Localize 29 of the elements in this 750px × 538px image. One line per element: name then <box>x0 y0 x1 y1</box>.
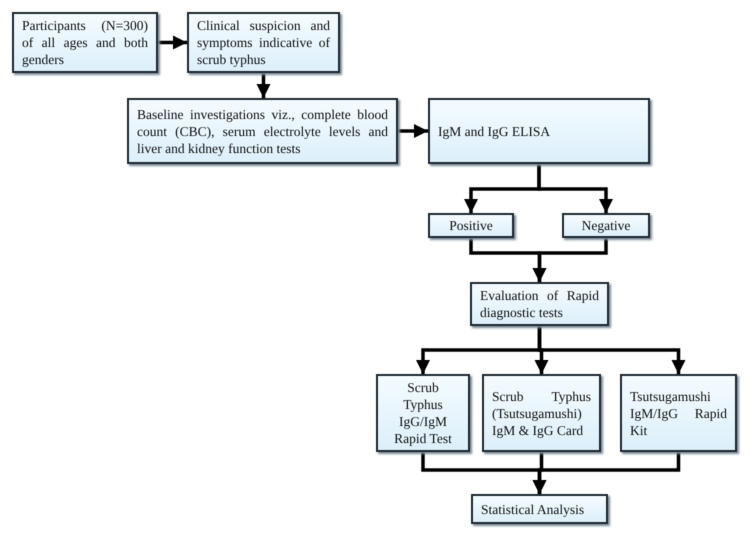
process-box <box>428 213 514 238</box>
process-box <box>482 374 601 452</box>
box-text: IgM and IgG ELISA <box>438 122 552 140</box>
arrow <box>256 73 270 98</box>
process-box <box>127 98 398 164</box>
box-text: Statistical Analysis <box>481 500 586 518</box>
box-text: Negative <box>580 217 632 234</box>
process-box <box>471 494 608 524</box>
arrow <box>158 36 187 50</box>
process-box <box>470 282 609 326</box>
arrow <box>537 164 613 213</box>
process-box <box>620 374 737 452</box>
process-box <box>428 98 650 164</box>
box-text: Scrub Typhus (Tsutsugamushi) IgM & IgG Card <box>492 388 591 438</box>
process-box <box>376 374 470 452</box>
box-text: Positive <box>448 217 494 234</box>
box-text: Clinical suspicion and symptoms indicative of scrub typhus <box>197 17 330 68</box>
arrow <box>532 452 680 494</box>
arrow <box>538 326 686 374</box>
process-box <box>562 213 650 238</box>
process-box <box>187 12 340 73</box>
box-text: Scrub Typhus IgG/IgM Rapid Test <box>393 379 453 447</box>
box-text: Participants (N=300) of all ages and both genders <box>22 17 148 68</box>
arrow <box>532 238 608 282</box>
box-text: Tsutsugamushi IgM/IgG Rapid Kit <box>630 388 727 438</box>
box-text: Baseline investigations viz., complete blood count (CBC), serum electrolyte levels and liver and kidney function tests <box>137 106 388 156</box>
box-text: Evaluation of Rapid diagnostic tests <box>480 287 599 321</box>
process-box <box>12 12 158 73</box>
arrow <box>398 124 428 138</box>
